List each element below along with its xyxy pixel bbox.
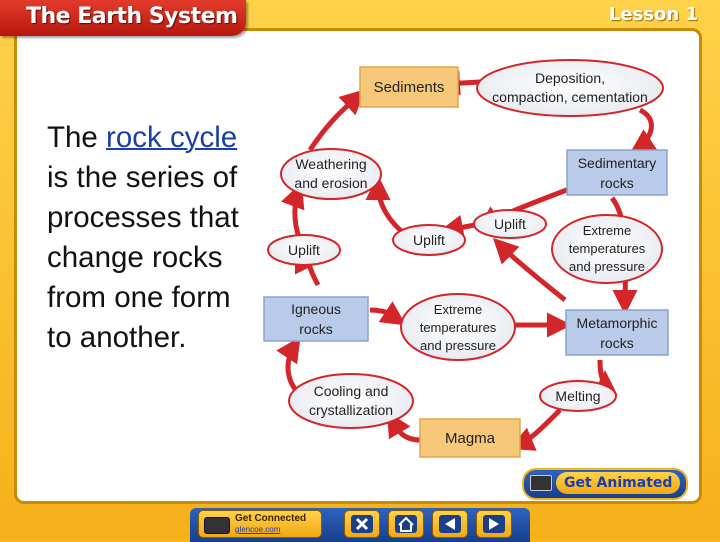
svg-text:and pressure: and pressure — [420, 338, 496, 353]
box-sedimentary: Sedimentary rocks — [566, 149, 668, 196]
definition-text: The rock cycle is the series of processe… — [47, 118, 257, 358]
arrow-deposition-sedimentary — [629, 107, 658, 154]
oval-cooling: Cooling and crystallization — [288, 373, 414, 429]
svg-text:Deposition,: Deposition, — [535, 70, 605, 86]
previous-button[interactable] — [432, 510, 468, 538]
box-metamorphic: Metamorphic rocks — [565, 309, 669, 356]
svg-text:temperatures: temperatures — [420, 320, 497, 335]
home-button[interactable] — [388, 510, 424, 538]
get-connected-label: Get Connected — [235, 513, 307, 524]
oval-deposition: Deposition, compaction, cementation — [476, 59, 664, 117]
arrow-metamorphic-melting — [592, 359, 618, 396]
svg-text:compaction, cementation: compaction, cementation — [492, 89, 648, 105]
svg-text:Uplift: Uplift — [413, 232, 445, 248]
arrow-metamorphic-uplift — [492, 237, 567, 302]
svg-text:Uplift: Uplift — [494, 216, 526, 232]
arrow-igneous-extreme — [369, 301, 407, 326]
svg-text:crystallization: crystallization — [309, 402, 393, 418]
title-tab: The Earth System — [0, 0, 246, 36]
get-animated-button[interactable]: Get Animated — [522, 468, 688, 500]
slide-title: The Earth System — [26, 4, 238, 29]
arrow-weathering-sediments — [307, 89, 366, 152]
svg-text:rocks: rocks — [299, 321, 332, 337]
svg-text:Magma: Magma — [445, 430, 496, 447]
monitor-icon — [530, 475, 552, 491]
sediments-label: Sediments — [374, 79, 445, 96]
box-igneous: Igneous rocks — [263, 296, 369, 342]
svg-text:Weathering: Weathering — [295, 156, 366, 172]
rock-cycle-link[interactable]: rock cycle — [106, 121, 238, 154]
oval-uplift-c: Uplift — [267, 234, 341, 266]
oval-extreme-b: Extreme temperatures and pressure — [400, 293, 516, 361]
svg-text:temperatures: temperatures — [569, 241, 646, 256]
lesson-label: Lesson 1 — [608, 4, 698, 25]
svg-text:and pressure: and pressure — [569, 259, 645, 274]
svg-text:Extreme: Extreme — [434, 302, 482, 317]
monitor-icon — [204, 517, 230, 534]
arrow-right-icon — [483, 515, 505, 533]
definition-pre: The — [47, 121, 107, 154]
svg-text:Metamorphic: Metamorphic — [577, 315, 658, 331]
get-connected-button[interactable]: Get Connected glencoe.com — [198, 510, 322, 538]
get-animated-label: Get Animated — [564, 475, 673, 491]
get-connected-url[interactable]: glencoe.com — [235, 525, 281, 534]
svg-text:Igneous: Igneous — [291, 301, 341, 317]
arrow-left-icon — [439, 515, 461, 533]
svg-text:Sedimentary: Sedimentary — [578, 155, 657, 171]
next-button[interactable] — [476, 510, 512, 538]
arrow-melting-magma — [508, 408, 562, 451]
arrow-magma-cooling — [386, 411, 421, 443]
arrow-uplift-up — [281, 182, 305, 241]
svg-text:rocks: rocks — [600, 175, 633, 191]
svg-text:Melting: Melting — [555, 388, 600, 404]
svg-text:Cooling and: Cooling and — [314, 383, 389, 399]
oval-melting: Melting — [539, 380, 617, 412]
box-magma: Magma — [419, 418, 521, 458]
cycle-arrows — [276, 70, 658, 451]
oval-uplift-a: Uplift — [473, 209, 547, 239]
close-button[interactable] — [344, 510, 380, 538]
svg-text:Uplift: Uplift — [288, 242, 320, 258]
definition-post: is the series of processes that change r… — [47, 161, 239, 354]
home-icon — [395, 515, 417, 533]
oval-weathering: Weathering and erosion — [280, 148, 382, 200]
svg-text:Extreme: Extreme — [583, 223, 631, 238]
svg-text:rocks: rocks — [600, 335, 633, 351]
svg-text:and erosion: and erosion — [294, 175, 367, 191]
oval-uplift-b: Uplift — [392, 224, 466, 256]
oval-extreme-a: Extreme temperatures and pressure — [551, 214, 663, 284]
box-sediments: Sediments — [359, 66, 459, 108]
close-icon — [351, 515, 373, 533]
